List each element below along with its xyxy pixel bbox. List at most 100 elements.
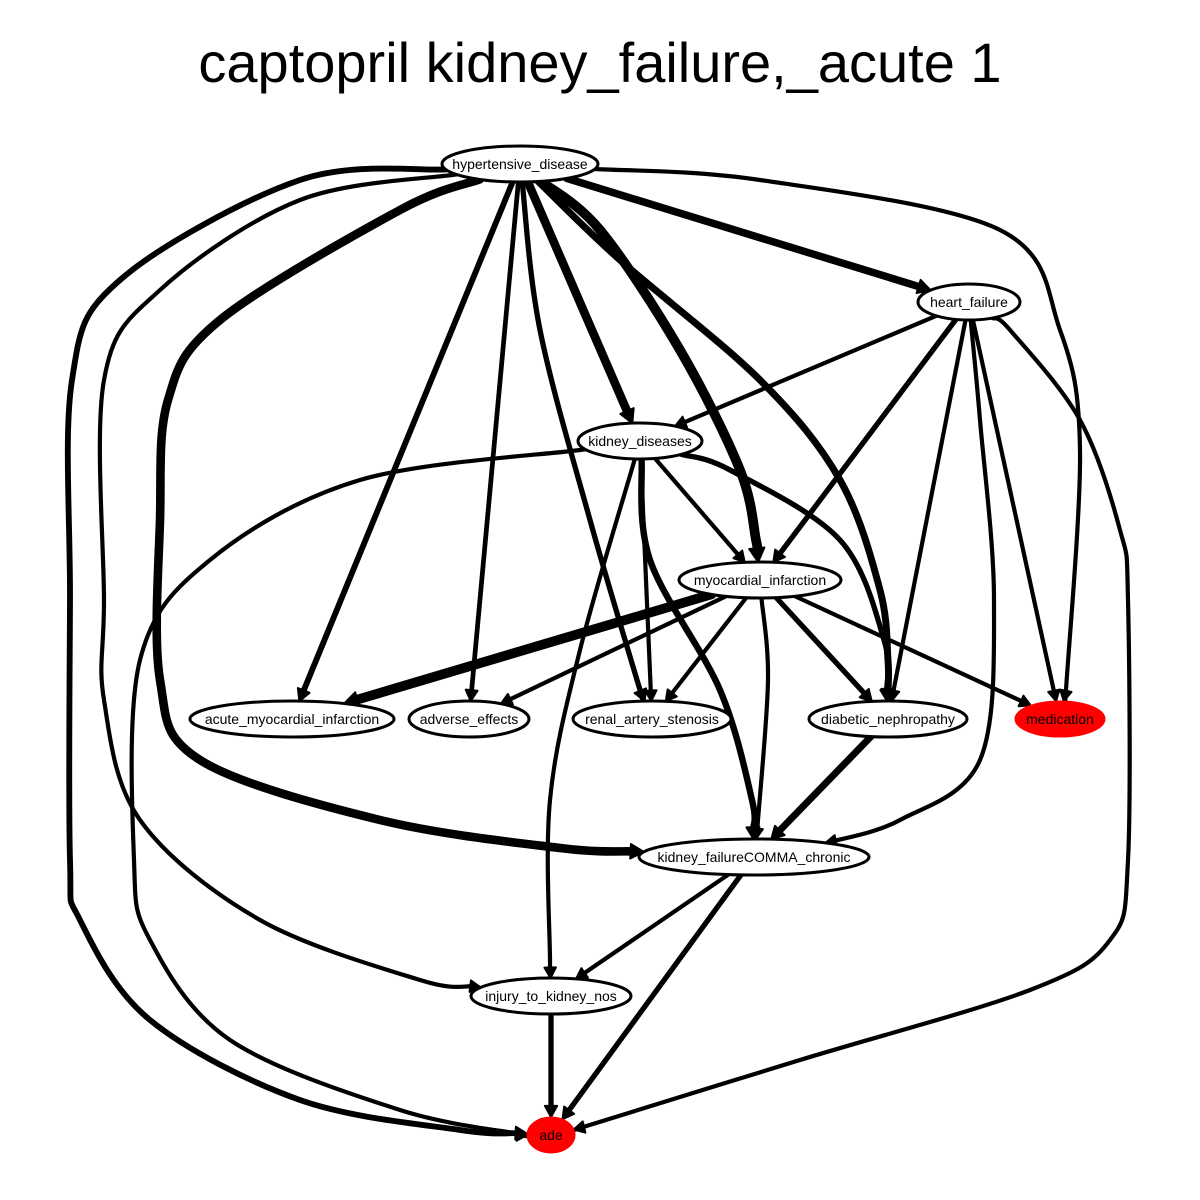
node-label: medication: [1026, 711, 1094, 727]
edge-arrowhead: [732, 549, 746, 564]
edge-hypertensive_disease-to-myocardial_infarction: [536, 176, 766, 564]
nodes-layer: hypertensive_disease heart_failure kidney_…: [188, 144, 1106, 1154]
edge-myocardial_infarction-to-medication: [792, 594, 1032, 708]
node-shape: [469, 976, 633, 1016]
edge-kidney_diseases-to-myocardial_infarction: [652, 456, 746, 564]
edges-layer: [64, 165, 1132, 1142]
node-shape: [1014, 700, 1106, 738]
edge-kidney_diseases-to-kidney_failure_chronic: [638, 455, 761, 841]
edge-arrowhead: [772, 548, 786, 564]
edge-myocardial_infarction-to-renal_artery_stenosis: [664, 595, 749, 703]
node-label: ade: [539, 1127, 563, 1143]
edge-line: [680, 313, 939, 425]
node-kidney_failure_chronic: kidney_failureCOMMA_chronic: [637, 837, 871, 877]
edge-arrowhead: [543, 1104, 559, 1118]
edge-arrowhead: [561, 1105, 576, 1121]
edge-arrowhead: [770, 824, 786, 841]
edge-kidney_diseases-to-diabetic_nephropathy: [678, 451, 894, 703]
node-shape: [407, 699, 531, 739]
node-shape: [188, 699, 396, 739]
edge-line: [565, 872, 744, 1115]
edge-kidney_diseases-to-ade: [129, 445, 600, 1142]
edge-heart_failure-to-myocardial_infarction: [772, 316, 959, 564]
edge-line: [970, 317, 1057, 695]
edge-hypertensive_disease-to-heart_failure: [563, 174, 932, 295]
edge-line: [523, 177, 633, 418]
edge-line: [678, 451, 891, 695]
edge-line: [299, 178, 516, 696]
node-shape: [526, 1116, 576, 1154]
node-shape: [440, 144, 600, 184]
edge-arrowhead: [1017, 694, 1032, 708]
edge-line: [129, 445, 600, 1139]
edge-line: [890, 317, 968, 695]
edge-arrowhead: [879, 688, 894, 703]
edge-arrowhead: [915, 278, 932, 295]
edge-myocardial_infarction-to-diabetic_nephropathy: [773, 594, 873, 703]
node-label: hypertensive_disease: [452, 156, 588, 172]
node-label: renal_artery_stenosis: [585, 711, 719, 727]
node-hypertensive_disease: hypertensive_disease: [440, 144, 600, 184]
edge-line: [349, 589, 717, 706]
node-shape: [571, 699, 733, 739]
edge-arrowhead: [1059, 688, 1073, 703]
edge-line: [562, 315, 1132, 1135]
edge-line: [773, 594, 869, 698]
edge-heart_failure-to-medication: [970, 317, 1061, 703]
node-injury_to_kidney_nos: injury_to_kidney_nos: [469, 976, 633, 1016]
edge-arrowhead: [664, 688, 678, 703]
edge-arrowhead: [748, 546, 766, 564]
edge-line: [563, 174, 925, 291]
node-acute_myocardial_infarction: acute_myocardial_infarction: [188, 699, 396, 739]
edge-arrowhead: [572, 1120, 587, 1134]
node-shape: [637, 837, 871, 877]
graph-title: captopril kidney_failure,_acute 1: [198, 31, 1001, 94]
edge-myocardial_infarction-to-kidney_failure_chronic: [750, 595, 771, 841]
edge-arrowhead: [464, 688, 479, 703]
node-medication: medication: [1014, 700, 1106, 738]
node-adverse_effects: adverse_effects: [407, 699, 531, 739]
edge-line: [506, 594, 728, 703]
edge-kidney_failure_chronic-to-ade: [561, 872, 744, 1121]
edge-line: [638, 455, 758, 833]
edge-hypertensive_disease-to-medication: [592, 166, 1083, 711]
node-renal_artery_stenosis: renal_artery_stenosis: [571, 699, 733, 739]
edge-arrowhead: [296, 686, 311, 703]
node-myocardial_infarction: myocardial_infarction: [677, 560, 843, 600]
edge-heart_failure-to-ade: [562, 315, 1132, 1135]
edge-line: [776, 316, 959, 558]
node-ade: ade: [526, 1116, 576, 1154]
edge-hypertensive_disease-to-adverse_effects: [464, 179, 521, 703]
node-shape: [916, 282, 1022, 322]
node-label: acute_myocardial_infarction: [205, 711, 379, 727]
edge-hypertensive_disease-to-kidney_diseases: [523, 177, 635, 425]
edge-arrowhead: [619, 407, 635, 425]
node-shape: [576, 421, 704, 461]
edge-line: [792, 594, 1026, 704]
edge-arrowhead: [858, 687, 873, 703]
edge-line: [580, 872, 731, 977]
edge-arrowhead: [633, 687, 647, 703]
edge-arrowhead: [629, 843, 645, 860]
node-label: adverse_effects: [420, 711, 519, 727]
edge-line: [652, 456, 742, 559]
edge-kidney_diseases-to-injury_to_kidney_nos: [543, 456, 637, 980]
edge-line: [823, 317, 997, 846]
edge-heart_failure-to-kidney_failure_chronic: [823, 317, 997, 848]
edge-arrowhead: [543, 966, 557, 980]
edge-hypertensive_disease-to-acute_myocardial_infarction: [296, 178, 516, 703]
node-label: diabetic_nephropathy: [821, 711, 955, 727]
node-label: heart_failure: [930, 294, 1008, 310]
edge-arrowhead: [515, 1128, 528, 1142]
edge-line: [97, 172, 475, 990]
edge-heart_failure-to-kidney_diseases: [674, 313, 939, 429]
node-label: kidney_diseases: [588, 433, 692, 449]
node-label: injury_to_kidney_nos: [485, 988, 617, 1004]
edge-line: [592, 166, 1083, 711]
edge-line: [545, 456, 637, 978]
edge-arrowhead: [1047, 688, 1061, 703]
node-label: myocardial_infarction: [694, 572, 826, 588]
edge-line: [469, 179, 521, 695]
edge-arrowhead: [643, 689, 658, 703]
edge-line: [668, 595, 749, 697]
